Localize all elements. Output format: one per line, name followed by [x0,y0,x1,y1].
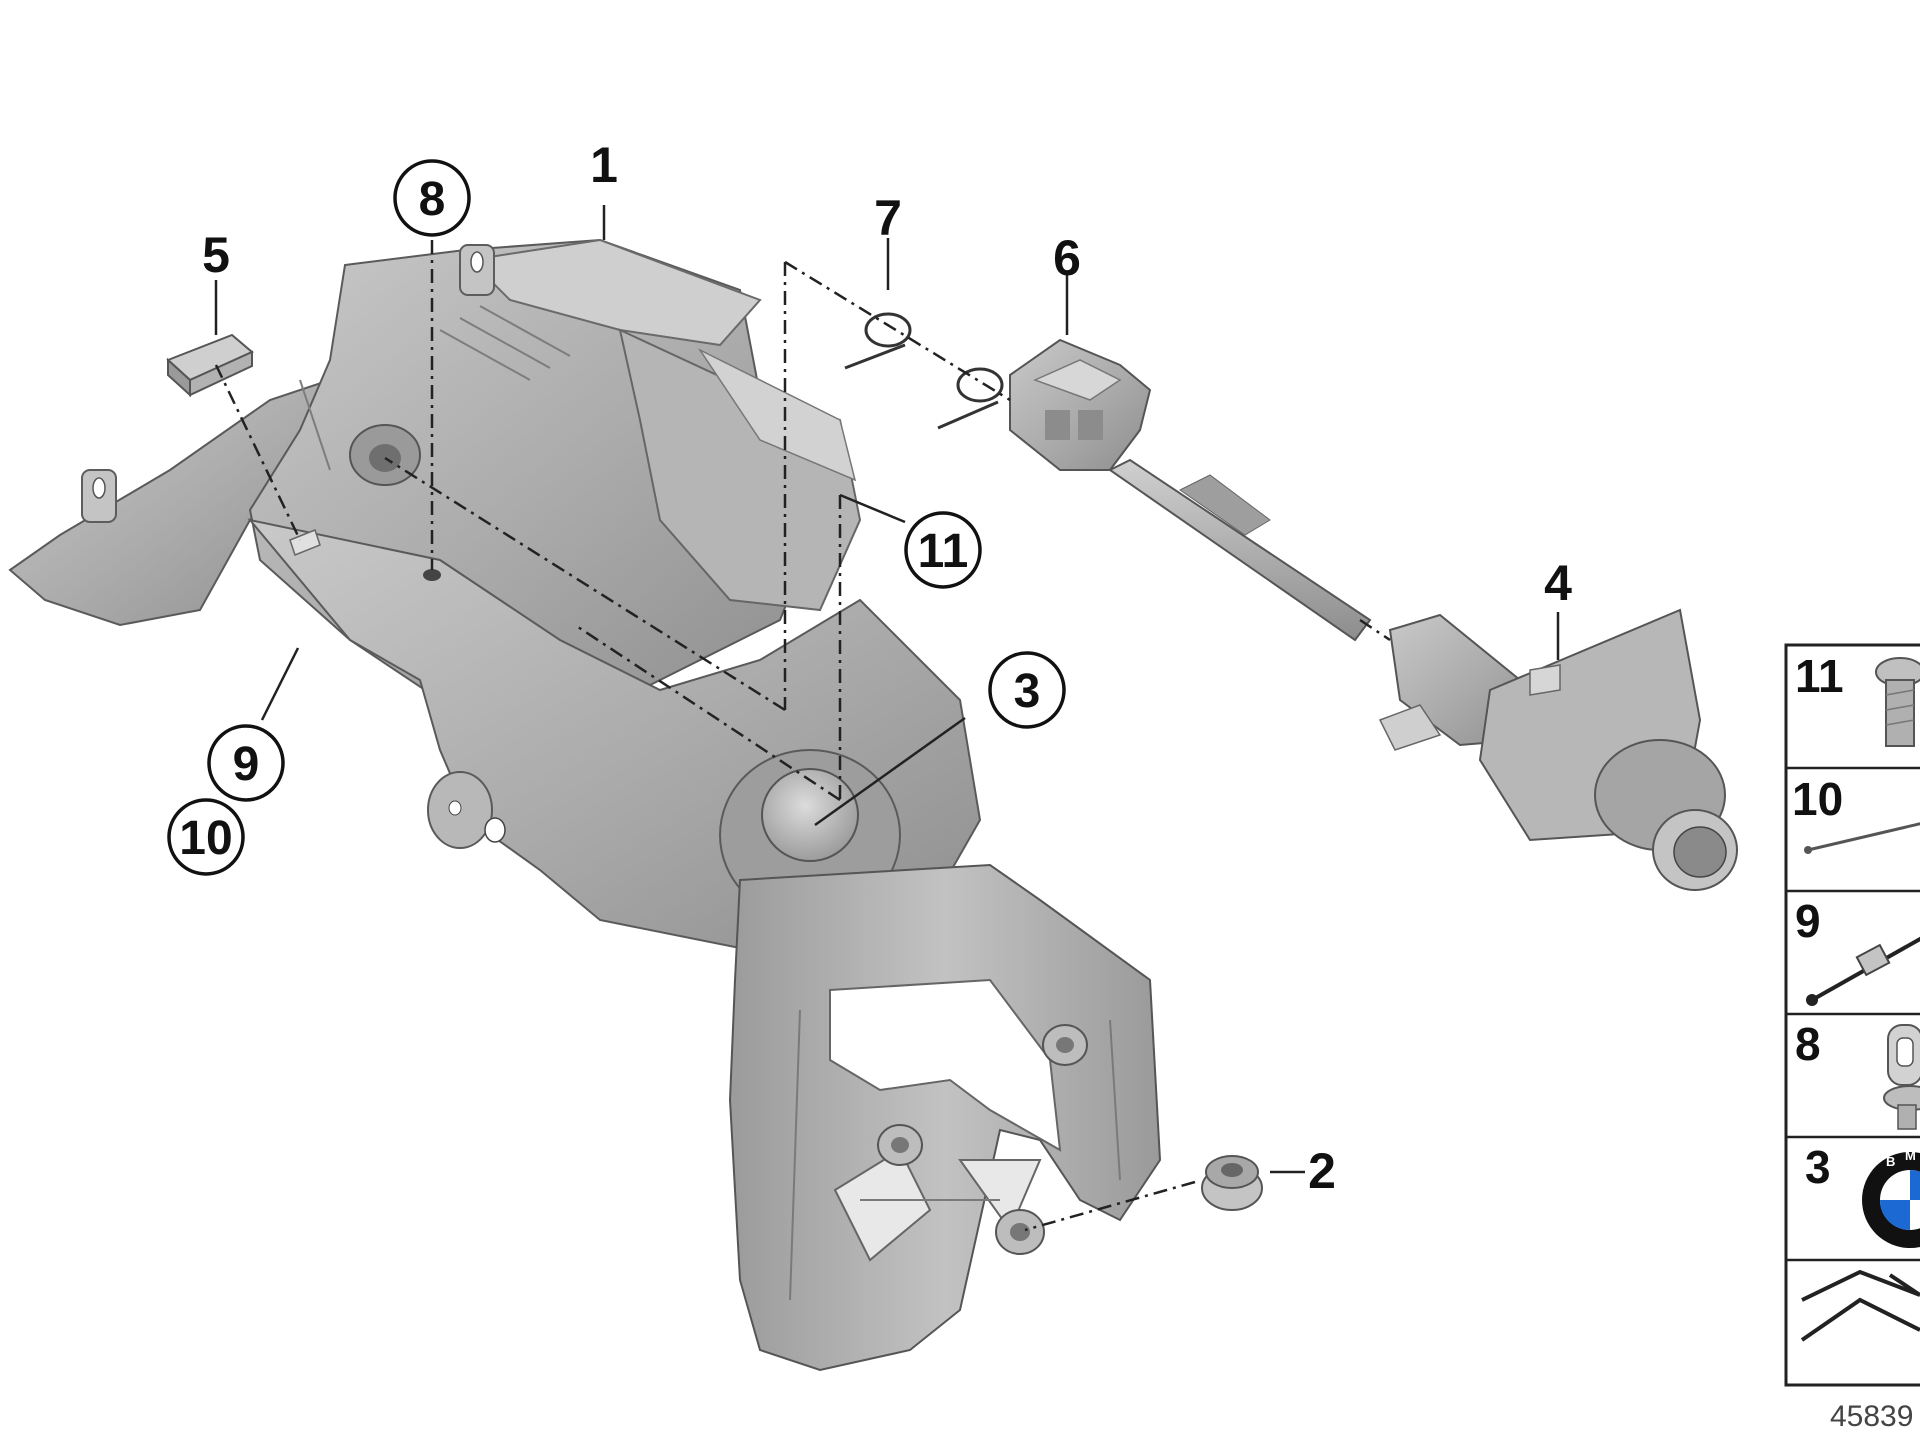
nut-part-2 [1201,1155,1263,1211]
svg-text:10: 10 [179,812,232,865]
svg-text:10: 10 [1792,773,1843,825]
svg-text:B: B [1886,1154,1895,1169]
callout-8: 8 [393,159,471,237]
callout-1: 1 [590,137,618,193]
roundel-logo: B M W [1862,1148,1920,1248]
svg-text:3: 3 [1014,665,1041,718]
svg-text:9: 9 [233,738,260,791]
svg-text:8: 8 [419,173,446,226]
legend-item-10: 10 [1792,773,1920,854]
zigzag-symbol [1800,1269,1920,1342]
clip-part-5 [166,333,254,398]
callout-7: 7 [874,190,902,246]
callout-11: 11 [904,511,982,589]
pedal-lever [728,863,1162,1372]
svg-text:11: 11 [1795,650,1844,702]
spring-clips-part-7 [844,312,1004,430]
diagram-id: 45839 [1830,1400,1913,1433]
legend-item-8: 8 [1795,1018,1920,1130]
pedal-bracket [8,238,982,961]
callout-6: 6 [1053,230,1081,286]
svg-text:11: 11 [918,525,969,578]
callout-2: 2 [1308,1143,1336,1199]
svg-text:3: 3 [1805,1141,1831,1193]
legend-item-9: 9 [1795,895,1920,1006]
svg-text:8: 8 [1795,1018,1821,1070]
legend-item-3: 3 B M W [1805,1141,1920,1248]
svg-text:M: M [1905,1148,1916,1163]
legend-panel: 11 10 9 8 [1784,643,1920,1387]
callout-4: 4 [1544,555,1572,611]
callout-3: 3 [988,651,1066,729]
callout-9: 9 [207,724,285,802]
leader-lines [214,205,1560,1232]
callout-10: 10 [167,798,245,876]
callout-5: 5 [202,227,230,283]
legend-item-11: 11 [1795,650,1920,747]
svg-text:9: 9 [1795,895,1821,947]
shaft-assembly [1009,338,1738,891]
